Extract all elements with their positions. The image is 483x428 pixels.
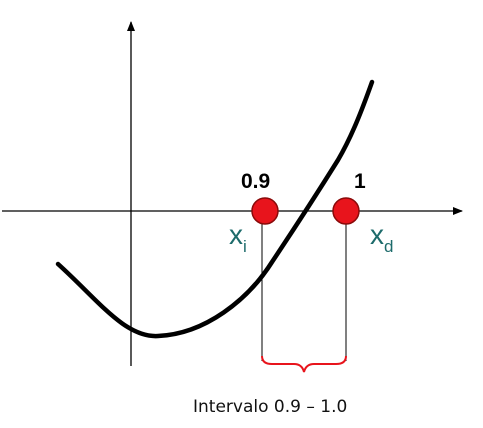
- right-var-main: x: [370, 219, 384, 250]
- right-var-sub: d: [384, 237, 393, 256]
- right-point-marker: [332, 197, 360, 225]
- right-point-value: 1: [354, 170, 366, 193]
- left-var-main: x: [229, 219, 243, 250]
- function-curve: [55, 79, 375, 339]
- left-var-sub: i: [243, 237, 247, 256]
- left-var-label: xi: [229, 219, 247, 256]
- interval-brace: [261, 355, 347, 373]
- interval-label: Intervalo 0.9 – 1.0: [193, 397, 347, 417]
- left-point-marker: [251, 197, 279, 225]
- right-var-label: xd: [370, 219, 393, 256]
- left-point-value: 0.9: [241, 170, 270, 193]
